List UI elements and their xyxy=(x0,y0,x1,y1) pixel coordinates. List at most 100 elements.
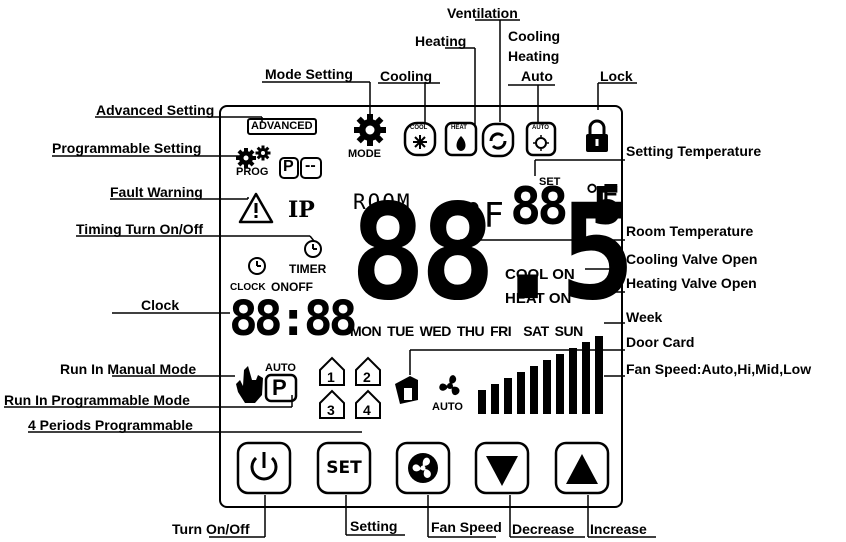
day-sun: SUN xyxy=(554,323,584,339)
fan-icon xyxy=(439,375,460,396)
lcd-set-value: 88.5 xyxy=(510,177,623,237)
label-setting-temperature: Setting Temperature xyxy=(626,143,762,159)
up-arrow-icon xyxy=(566,454,598,484)
warning-icon xyxy=(238,192,274,224)
label-room-temperature: Room Temperature xyxy=(626,223,754,239)
lcd-onoff: ONOFF xyxy=(271,280,313,294)
auto-p-box xyxy=(264,373,298,403)
lcd-fault-code: IP xyxy=(288,197,315,223)
lcd-mode: MODE xyxy=(348,148,381,160)
lcd-auto-p-label: AUTO xyxy=(265,362,296,374)
lcd-heat-on: HEAT ON xyxy=(505,290,572,307)
label-programmable-setting: Programmable Setting xyxy=(52,140,202,156)
label-increase: Increase xyxy=(590,521,647,537)
fan-speed-button[interactable] xyxy=(395,441,451,495)
day-sat: SAT xyxy=(523,323,549,339)
period-houses xyxy=(319,356,381,419)
day-wed: WED xyxy=(419,323,452,339)
label-week: Week xyxy=(626,309,663,325)
lcd-set-label: SET xyxy=(539,176,561,188)
lock-icon xyxy=(586,119,608,152)
fan-bar-1 xyxy=(478,390,486,414)
label-four-periods: 4 Periods Programmable xyxy=(28,417,193,433)
label-lock: Lock xyxy=(600,68,633,84)
mode-gear-icon xyxy=(354,114,386,146)
lcd-auto-p: P xyxy=(272,375,287,400)
cool-mode-icon xyxy=(403,121,437,157)
lcd-set-unit: °F xyxy=(583,179,620,214)
fan-speed-bars xyxy=(478,336,603,414)
label-manual-mode: Run In Manual Mode xyxy=(60,361,197,377)
fan-bar-10 xyxy=(595,336,603,414)
period-4: 4 xyxy=(363,402,371,418)
decrease-button[interactable] xyxy=(474,441,530,495)
day-fri: FRI xyxy=(490,323,512,339)
lcd-room-value: 88.5 xyxy=(350,175,635,330)
lcd-cool: COOL xyxy=(410,125,428,131)
set-button-label: SET xyxy=(326,458,362,478)
label-heating: Heating xyxy=(415,33,467,49)
lcd-auto: AUTO xyxy=(532,125,549,131)
period-3: 3 xyxy=(327,402,335,418)
label-fan-speed-modes: Fan Speed:Auto,Hi,Mid,Low xyxy=(626,361,812,377)
label-ventilation: Ventilation xyxy=(447,5,518,21)
lcd-room: ROOM xyxy=(353,190,412,214)
label-turn-on-off: Turn On/Off xyxy=(172,521,250,537)
heat-mode-icon xyxy=(444,121,478,157)
label-cooling: Cooling xyxy=(380,68,433,84)
label-programmable-mode: Run In Programmable Mode xyxy=(4,392,190,408)
fan-bar-6 xyxy=(543,360,551,414)
down-arrow-icon xyxy=(486,456,518,486)
fan-bar-9 xyxy=(582,342,590,414)
lcd-cool-on: COOL ON xyxy=(505,266,575,283)
program-p-box xyxy=(279,157,299,179)
fan-bar-5 xyxy=(530,366,538,414)
label-advanced-setting: Advanced Setting xyxy=(96,102,215,118)
lcd-heat: HEAT xyxy=(451,125,467,131)
lcd-fan-auto: AUTO xyxy=(432,401,463,413)
ventilation-icon xyxy=(481,122,515,158)
clock-icon xyxy=(248,257,266,275)
increase-button[interactable] xyxy=(554,441,610,495)
label-cooling-heating-auto-3: Auto xyxy=(521,68,553,84)
fan-bar-7 xyxy=(556,354,564,414)
lcd-advanced-badge: ADVANCED xyxy=(247,118,317,135)
prog-gears-icon xyxy=(236,145,271,168)
fan-bar-8 xyxy=(569,348,577,414)
lcd-clock: CLOCK xyxy=(230,282,266,293)
lcd-p-box: P xyxy=(283,158,294,175)
label-fault-warning: Fault Warning xyxy=(110,184,203,200)
label-timing: Timing Turn On/Off xyxy=(76,221,204,237)
label-cooling-heating-auto-2: Heating xyxy=(508,48,560,64)
program-dash-box xyxy=(300,157,322,179)
label-fan-speed: Fan Speed xyxy=(431,519,502,535)
label-setting: Setting xyxy=(350,518,398,534)
fan-bar-2 xyxy=(491,384,499,414)
fan-bar-4 xyxy=(517,372,525,414)
label-heating-valve: Heating Valve Open xyxy=(626,275,757,291)
hand-icon xyxy=(236,366,263,403)
label-cooling-heating-auto-1: Cooling xyxy=(508,28,561,44)
timer-icon xyxy=(304,240,322,258)
lcd-clock-value: 88:88 xyxy=(229,291,357,347)
day-mon: MON xyxy=(350,323,382,339)
lcd-frame xyxy=(219,105,623,508)
lcd-week-days: MON TUE WED THU FRI SAT SUN xyxy=(350,323,583,339)
lcd-prog: PROG xyxy=(236,166,269,178)
period-1: 1 xyxy=(327,369,335,385)
power-button[interactable] xyxy=(236,441,292,495)
fan-bar-3 xyxy=(504,378,512,414)
lcd-dash-box: -- xyxy=(305,157,316,174)
label-mode-setting: Mode Setting xyxy=(265,66,353,82)
auto-mode-icon xyxy=(525,121,557,157)
label-door-card: Door Card xyxy=(626,334,695,350)
period-2: 2 xyxy=(363,369,371,385)
set-button[interactable] xyxy=(316,441,372,495)
door-card-icon xyxy=(395,376,418,404)
day-tue: TUE xyxy=(387,323,414,339)
day-thu: THU xyxy=(456,323,485,339)
lcd-room-unit: °F xyxy=(463,196,504,236)
label-decrease: Decrease xyxy=(512,521,575,537)
label-cooling-valve: Cooling Valve Open xyxy=(626,251,758,267)
